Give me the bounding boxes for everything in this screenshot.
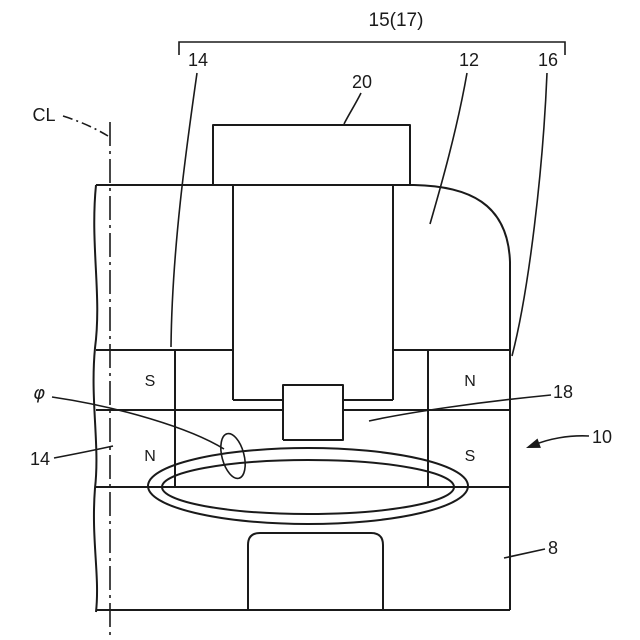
arrow-line-10 [533,435,590,446]
leader-line-18 [368,394,552,422]
leader-line-14-top [170,72,198,348]
label-12: 12 [459,50,479,70]
body-rounded-corner [413,184,511,263]
label-10: 10 [592,427,612,447]
flux-phi-marker [220,432,246,480]
label-20: 20 [352,72,372,92]
centerline-connector [62,115,109,137]
leader-line-8 [503,548,546,559]
pole-upper-right: N [464,373,476,390]
label-centerline: CL [32,105,55,125]
reference-bracket [178,41,566,55]
label-14-left: 14 [30,449,50,469]
label-16: 16 [538,50,558,70]
leader-line-14-left [53,445,114,459]
break-edge-left [92,184,99,613]
pole-lower-right: S [465,448,476,465]
base-notch [247,532,384,610]
flux-loop-inner [161,459,455,515]
label-phi: φ [33,383,45,404]
arrowhead-10-icon [526,438,541,448]
leader-line-phi [51,396,225,450]
pole-upper-left: S [145,373,156,390]
leader-line-20 [343,92,362,125]
top-block-20 [212,124,411,185]
label-18: 18 [553,382,573,402]
leader-line-16 [511,72,548,357]
leader-line-12 [429,72,468,225]
center-protrusion-block [282,384,344,441]
pole-lower-left: N [144,448,156,465]
label-15-17: 15(17) [369,10,424,31]
label-8: 8 [548,538,558,558]
label-14-top: 14 [188,50,208,70]
flux-loop-outer [147,447,469,525]
